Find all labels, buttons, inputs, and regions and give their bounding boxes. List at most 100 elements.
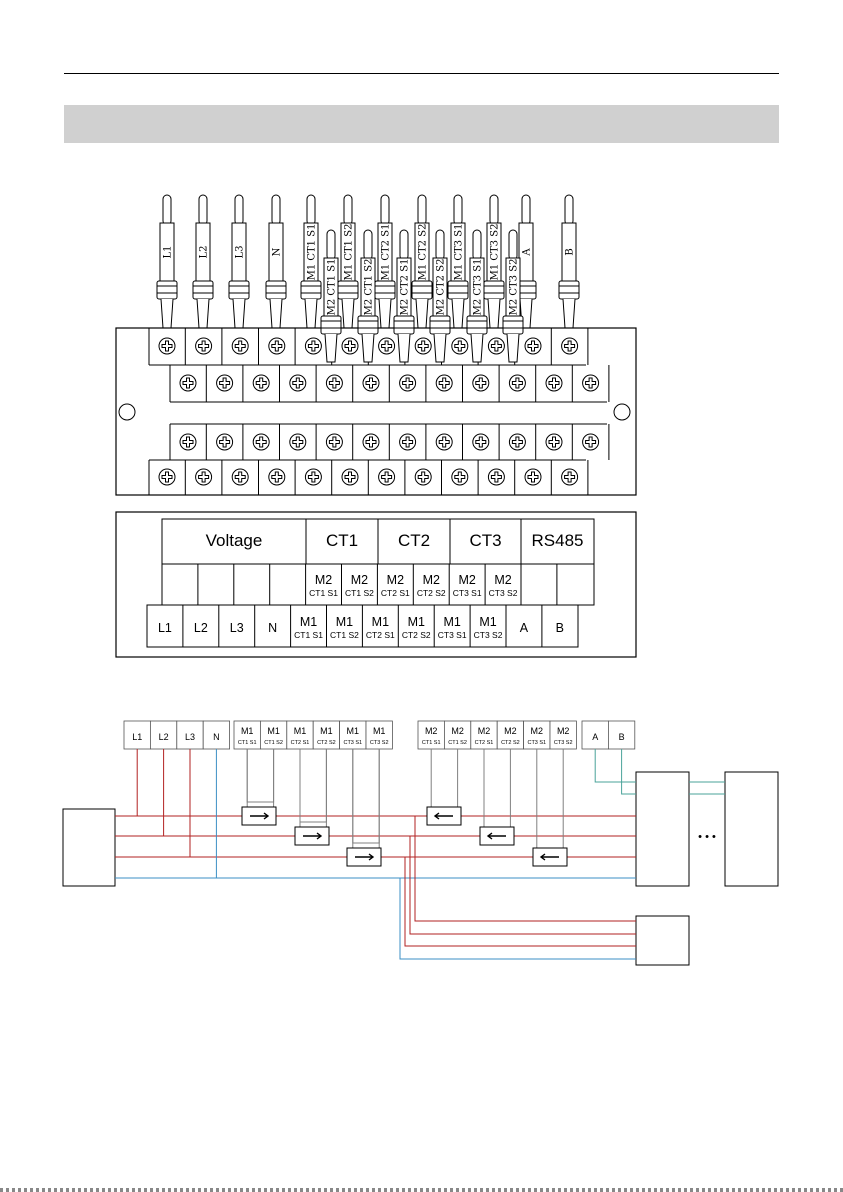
terminal-screw [304,468,322,486]
terminal-screw [158,337,176,355]
terminal-screw [414,468,432,486]
wiring-terminal-main: M1 [347,726,360,736]
wiring-terminal-sub: CT3 S1 [343,740,362,746]
cable-ferrule [156,280,178,300]
cable-label: B [565,248,576,255]
load-branch [414,816,636,922]
screw-cross-slot [344,340,356,352]
terminal-screw [545,433,563,451]
m1-terminal [339,720,367,750]
voltage-terminal [123,720,151,750]
terminal-screw [325,374,343,392]
screw-cross-slot [475,377,487,389]
ct-direction-arrow [355,853,375,861]
cable-ferrule [228,280,250,300]
cable: M1 CT3 S2 [483,194,505,329]
cable: N [265,194,287,329]
cable-label: L2 [199,245,210,258]
legend-cell-sub: CT1 S2 [345,588,374,598]
legend-cell-main: M2 [458,573,475,587]
screw-cross-slot [234,471,246,483]
cable-label: M2 CT3 S2 [509,259,520,316]
cable-ferrule [466,315,488,335]
screw-cross-slot [475,436,487,448]
terminal-screw [414,337,432,355]
wiring-terminal-main: M2 [451,726,464,736]
legend-cell-main: A [520,621,529,635]
cable-pin [562,298,576,329]
cable-ferrule [502,315,524,335]
terminal-screw [341,468,359,486]
cable: M1 CT3 S1 [447,194,469,329]
legend-cell-main: M2 [423,573,440,587]
legend-cell-main: M1 [443,615,460,629]
cable: M1 CT2 S2 [411,194,433,329]
ct-direction-arrow [486,832,506,840]
legend-group-label: CT2 [398,531,430,550]
cable-wire [326,229,336,261]
cable-label: M1 CT2 S1 [381,224,392,281]
legend-cell-main: L3 [230,621,244,635]
cable-wire [417,194,427,226]
cable: M2 CT3 S2 [502,229,524,363]
terminal-screw [231,337,249,355]
screw-cross-slot [271,471,283,483]
legend-cell-sub: CT2 S2 [402,630,431,640]
cable-label: M1 CT3 S1 [454,224,465,281]
screw-rows [148,328,610,495]
wiring-terminal-sub: CT1 S1 [422,740,441,746]
terminal-screw [304,337,322,355]
cable: L1 [156,194,178,329]
cable-pin [487,298,501,329]
screw-cross-slot [161,340,173,352]
terminal-screw [378,337,396,355]
cable-ferrule [357,315,379,335]
screw-cross-slot [564,340,576,352]
wiring-terminal-sub: CT2 S2 [317,740,336,746]
cable-pin [470,333,484,363]
wiring-terminal-main: M1 [373,726,386,736]
cable-wire [399,229,409,261]
screw-cross-slot [255,436,267,448]
cable: M1 CT1 S1 [300,194,322,329]
wiring-terminal-label: L1 [132,732,142,742]
terminal-screw [561,337,579,355]
wiring-terminal-sub: CT1 S2 [264,740,283,746]
wiring-terminal-main: M1 [294,726,307,736]
cable-wire [271,194,281,226]
cable-wire [521,194,531,226]
terminal-screw [435,433,453,451]
cable-ferrule [411,280,433,300]
m2-terminal [470,720,498,750]
cable: M1 CT1 S2 [337,194,359,329]
cable-wire [472,229,482,261]
terminal-screw [487,468,505,486]
cable-pin [196,298,210,329]
m2-terminal [549,720,577,750]
cable: A [515,194,537,329]
voltage-terminal [176,720,204,750]
screw-cross-slot [381,471,393,483]
screw-cross-slot [292,377,304,389]
terminal-screw [231,468,249,486]
legend-cell-main: M2 [494,573,511,587]
cable-ferrule [192,280,214,300]
legend-cell-sub: CT1 S1 [309,588,338,598]
cable: M2 CT2 S2 [429,229,451,363]
terminal-screw [508,374,526,392]
terminal-screw [362,433,380,451]
legend-cell-sub: CT3 S2 [489,588,518,598]
terminal-screw [399,433,417,451]
legend-cell-sub: CT2 S1 [381,588,410,598]
ct-lead [352,749,380,844]
load-branch [404,857,636,947]
cable: L3 [228,194,250,329]
terminal-screw [451,337,469,355]
screw-cross-slot [161,471,173,483]
wiring-terminal-main: M2 [504,726,517,736]
screw-cross-slot [548,377,560,389]
cable-ferrule [483,280,505,300]
ct-direction-arrow [250,812,270,820]
